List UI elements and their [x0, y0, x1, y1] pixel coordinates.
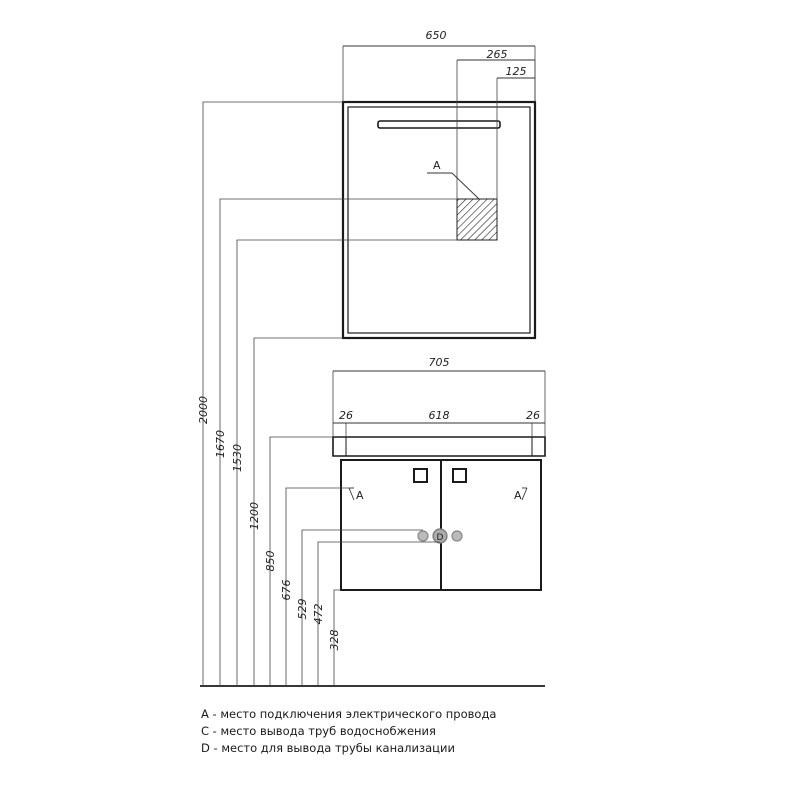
mirror-outer-frame: [341, 100, 537, 340]
height-label-2000: 2000: [197, 396, 210, 424]
mirror-inner-frame: [347, 106, 531, 334]
drain-outlet: [432, 528, 448, 544]
legend: A - место подключения электрического про…: [201, 706, 496, 757]
water-outlet-left: [417, 530, 429, 542]
legend-item-a: A - место подключения электрического про…: [201, 707, 497, 721]
dim-label-side-right: 26: [526, 409, 540, 422]
mirror-marker-a: A: [427, 159, 480, 200]
dimension-cabinet-parts: 26 618 26: [333, 409, 545, 437]
dim-label-side-left: 26: [339, 409, 353, 422]
height-label-472: 472: [312, 604, 325, 625]
dimension-cabinet-width: 705: [332, 356, 546, 437]
height-label-328: 328: [328, 630, 341, 651]
cabinet-marker-a-left: A: [356, 489, 364, 502]
height-label-529: 529: [296, 599, 309, 620]
door-handle-left: [413, 468, 428, 483]
height-label-850: 850: [264, 551, 277, 572]
dim-label-cabinet-width: 705: [429, 356, 450, 369]
dim-label-offset-b: 125: [506, 65, 527, 78]
dimension-mirror-width: 650: [342, 29, 536, 102]
water-outlet-right: [451, 530, 463, 542]
height-label-676: 676: [280, 580, 293, 601]
cabinet-marker-a-right: A: [514, 489, 522, 502]
door-handle-right: [452, 468, 467, 483]
height-label-1530: 1530: [231, 444, 244, 472]
height-dimensions: 2000 1670 1530 1200 850 676 529 472 328: [197, 101, 457, 686]
drain-outlet-label: D: [437, 533, 444, 543]
cabinet-unit: D A A: [332, 436, 546, 591]
dim-label-inner: 618: [429, 409, 450, 422]
legend-item-d: D - место для вывода трубы канализации: [201, 741, 455, 755]
mirror-marker-a-label: A: [433, 159, 441, 172]
mirror-lamp: [377, 120, 501, 129]
mirror-unit: [341, 100, 537, 340]
dim-label-mirror-width: 650: [426, 29, 447, 42]
height-label-1200: 1200: [248, 502, 261, 530]
height-label-1670: 1670: [214, 430, 227, 458]
legend-item-c: C - место вывода труб водоснобжения: [201, 724, 436, 738]
dim-label-offset-a: 265: [487, 48, 508, 61]
socket-zone-hatched: [456, 198, 498, 241]
dimension-offset-b: 125: [496, 65, 536, 199]
basin-top: [332, 436, 546, 457]
